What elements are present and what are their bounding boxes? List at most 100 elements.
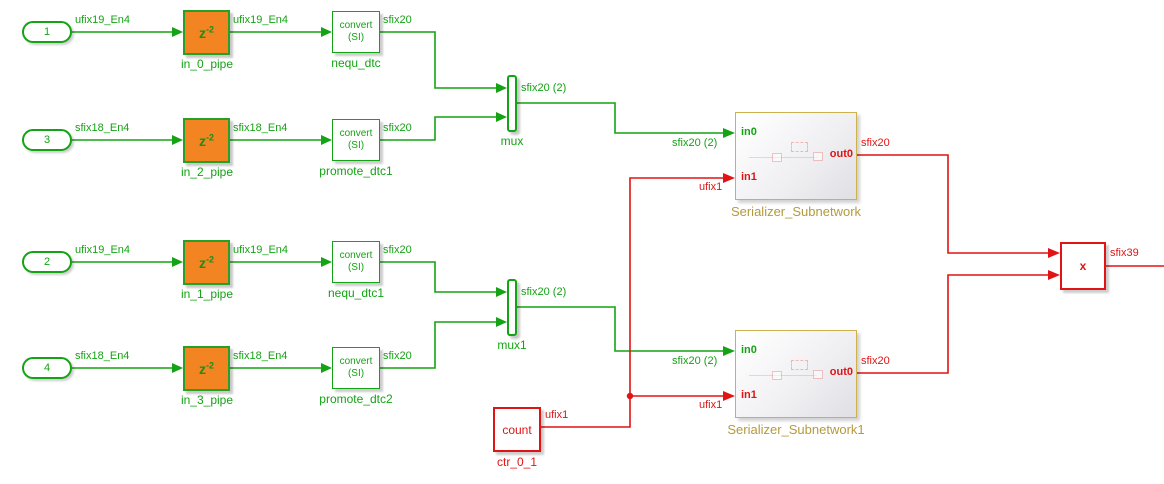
- signal-label: sfix20 (2): [672, 137, 718, 149]
- arrowhead: [1048, 270, 1060, 280]
- arrowhead: [496, 287, 507, 297]
- port-label-out0: out0: [829, 366, 853, 378]
- inport-4[interactable]: 4: [22, 357, 72, 379]
- block-name: promote_dtc1: [319, 164, 393, 178]
- delay-block-in_1_pipe[interactable]: z-2: [183, 240, 230, 285]
- port-label-in0: in0: [741, 344, 757, 356]
- convert-block-nequ_dtc[interactable]: convert(SI): [332, 11, 380, 53]
- arrowhead: [172, 257, 183, 267]
- block-name: promote_dtc2: [319, 392, 393, 406]
- signal-label: ufix1: [699, 399, 723, 411]
- mux-block[interactable]: [507, 75, 517, 132]
- inport-2[interactable]: 2: [22, 251, 72, 273]
- z-delay-symbol: z-2: [198, 131, 214, 149]
- signal-label: sfix39: [1110, 247, 1139, 259]
- product-block[interactable]: x: [1060, 242, 1106, 290]
- block-name: Serializer_Subnetwork: [730, 204, 862, 219]
- mux1-block[interactable]: [507, 279, 517, 336]
- counter-text: count: [502, 422, 532, 437]
- subsystem-preview: [749, 375, 817, 376]
- block-name: ctr_0_1: [496, 455, 538, 469]
- wire-junction-dot: [626, 392, 634, 400]
- inport-1[interactable]: 1: [22, 21, 72, 43]
- wire-mux-to-subnet-in0[interactable]: [517, 102, 724, 134]
- convert-mode-text: (SI): [347, 140, 365, 151]
- subsystem-serializer-subnetwork[interactable]: [735, 112, 857, 200]
- signal-label: ufix1: [699, 181, 723, 193]
- arrowhead: [496, 112, 507, 122]
- signal-label: sfix20: [383, 122, 412, 134]
- wire-conv1-to-mux[interactable]: [380, 116, 497, 141]
- signal-label: sfix18_En4: [75, 122, 130, 134]
- arrowhead: [172, 135, 183, 145]
- convert-text: convert: [339, 356, 373, 367]
- arrowhead: [172, 27, 183, 37]
- wire-subnet1-out0-to-product[interactable]: [857, 274, 1049, 374]
- signal-label: sfix20: [861, 355, 890, 367]
- block-name: mux1: [497, 338, 527, 352]
- inport-number: 3: [43, 134, 51, 146]
- subsystem-preview: [749, 157, 817, 158]
- counter-block[interactable]: count: [493, 407, 541, 452]
- signal-label: ufix19_En4: [233, 244, 289, 256]
- z-delay-symbol: z-2: [198, 23, 214, 41]
- arrowhead: [496, 317, 507, 327]
- wire-conv0-to-mux[interactable]: [380, 31, 497, 89]
- convert-mode-text: (SI): [347, 368, 365, 379]
- inport-number: 2: [43, 256, 51, 268]
- port-label-in1: in1: [741, 171, 757, 183]
- arrowhead: [723, 391, 735, 401]
- wire-conv2-to-mux1[interactable]: [380, 261, 497, 293]
- arrowhead: [723, 128, 735, 138]
- block-name: in_1_pipe: [180, 287, 234, 301]
- delay-block-in_3_pipe[interactable]: z-2: [183, 346, 230, 391]
- block-name: Serializer_Subnetwork1: [727, 422, 865, 437]
- wire-mux1-to-subnet1-in0[interactable]: [517, 306, 724, 352]
- arrowhead: [172, 363, 183, 373]
- block-name: in_3_pipe: [180, 393, 234, 407]
- signal-label: ufix19_En4: [233, 14, 289, 26]
- signal-label: ufix1: [545, 409, 569, 421]
- inport-number: 4: [43, 362, 51, 374]
- signal-label: ufix19_En4: [75, 14, 131, 26]
- inport-number: 1: [43, 26, 51, 38]
- port-label-in0: in0: [741, 126, 757, 138]
- convert-block-promote_dtc1[interactable]: convert(SI): [332, 119, 380, 161]
- delay-block-in_0_pipe[interactable]: z-2: [183, 10, 230, 55]
- block-name: mux: [500, 134, 524, 148]
- subsystem-preview: [791, 360, 808, 370]
- subsystem-preview: [772, 153, 782, 162]
- z-delay-symbol: z-2: [198, 359, 214, 377]
- wire-counter-out[interactable]: [541, 396, 631, 428]
- convert-mode-text: (SI): [347, 262, 365, 273]
- inport-3[interactable]: 3: [22, 129, 72, 151]
- signal-label: sfix20: [383, 350, 412, 362]
- port-label-out0: out0: [829, 148, 853, 160]
- subsystem-preview: [791, 142, 808, 152]
- convert-block-nequ_dtc1[interactable]: convert(SI): [332, 241, 380, 283]
- delay-block-in_2_pipe[interactable]: z-2: [183, 118, 230, 163]
- signal-label: sfix18_En4: [75, 350, 130, 362]
- convert-text: convert: [339, 250, 373, 261]
- signal-label: sfix20 (2): [521, 82, 567, 94]
- wire-conv3-to-mux1[interactable]: [380, 321, 497, 369]
- signal-label: sfix18_En4: [233, 122, 288, 134]
- wire-subnet-out0-to-product[interactable]: [857, 154, 1049, 254]
- convert-text: convert: [339, 20, 373, 31]
- subsystem-preview: [813, 152, 823, 161]
- z-delay-symbol: z-2: [198, 253, 214, 271]
- block-name: nequ_dtc1: [327, 286, 385, 300]
- block-name: in_0_pipe: [180, 57, 234, 71]
- arrowhead: [496, 83, 507, 93]
- signal-label: sfix18_En4: [233, 350, 288, 362]
- convert-block-promote_dtc2[interactable]: convert(SI): [332, 347, 380, 389]
- signal-label: ufix19_En4: [75, 244, 131, 256]
- signal-label: sfix20: [383, 14, 412, 26]
- wire-counter-to-subnet-in1[interactable]: [629, 177, 724, 396]
- arrowhead: [321, 27, 332, 37]
- convert-mode-text: (SI): [347, 32, 365, 43]
- subsystem-serializer-subnetwork1[interactable]: [735, 330, 857, 418]
- arrowhead: [1048, 248, 1060, 258]
